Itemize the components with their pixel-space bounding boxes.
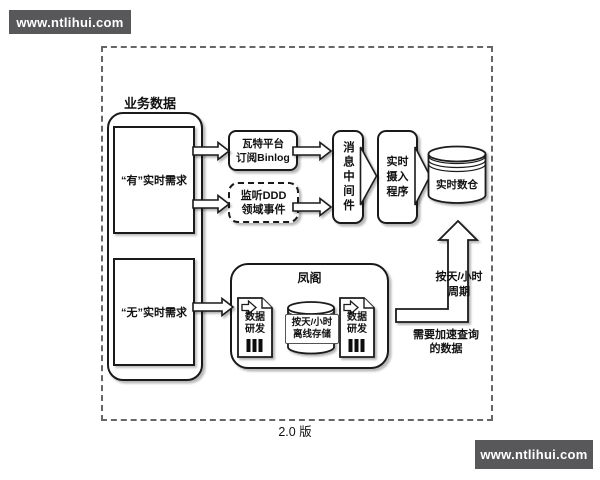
accelerate-data-line2: 的数据	[429, 343, 463, 355]
realtime-ingest-line3: 程序	[386, 185, 409, 198]
has-realtime-need-text: “有”实时需求	[121, 175, 187, 187]
offline-storage-line1: 按天/小时	[291, 317, 333, 328]
ddd-events-box: 监听DDD 领域事件	[228, 182, 299, 223]
offline-storage-line2: 离线存储	[292, 329, 331, 340]
version-label: 2.0 版	[278, 425, 312, 439]
realtime-ingest-box: 实时 摄入 程序	[377, 130, 418, 224]
has-realtime-need-box: “有”实时需求	[113, 126, 195, 234]
diagram-frame	[101, 46, 493, 421]
accelerate-data-line1: 需要加速查询	[413, 329, 479, 341]
data-dev-left-line1: 数据	[245, 312, 265, 323]
data-dev-right-line1: 数据	[347, 312, 367, 323]
data-dev-left-line2: 研发	[245, 324, 265, 335]
accelerate-data-note: 需要加速查询 的数据	[404, 328, 488, 356]
watt-binlog-box: 瓦特平台 订阅Binlog	[228, 130, 298, 171]
watermark-bottom: www.ntlihui.com	[475, 440, 593, 469]
ddd-events-line1: 监听DDD	[240, 189, 287, 202]
watt-binlog-line1: 瓦特平台	[242, 137, 284, 150]
data-dev-right-label: 数据 研发	[340, 312, 374, 336]
no-realtime-need-text: “无”实时需求	[121, 307, 187, 319]
watermark-top: www.ntlihui.com	[9, 10, 131, 34]
realtime-ingest-line1: 实时	[386, 155, 409, 168]
data-dev-left-label: 数据 研发	[238, 312, 272, 336]
cycle-line2: 周期	[448, 286, 470, 298]
realtime-warehouse-label: 实时数仓	[436, 179, 478, 191]
no-realtime-need-box: “无”实时需求	[113, 258, 195, 366]
watt-binlog-line2: 订阅Binlog	[236, 151, 290, 164]
realtime-ingest-line2: 摄入	[386, 170, 409, 183]
offline-storage-label: 按天/小时 离线存储	[285, 314, 339, 344]
message-middleware-text: 消息中间件	[342, 140, 354, 214]
cycle-line1: 按天/小时	[435, 271, 483, 283]
ddd-events-line2: 领域事件	[241, 203, 286, 216]
fengge-title: 凤阁	[297, 271, 322, 285]
message-middleware-box: 消息中间件	[332, 130, 364, 224]
business-data-label: 业务数据	[124, 96, 177, 111]
data-dev-right-line2: 研发	[347, 324, 367, 335]
cycle-label: 按天/小时 周期	[427, 270, 491, 300]
